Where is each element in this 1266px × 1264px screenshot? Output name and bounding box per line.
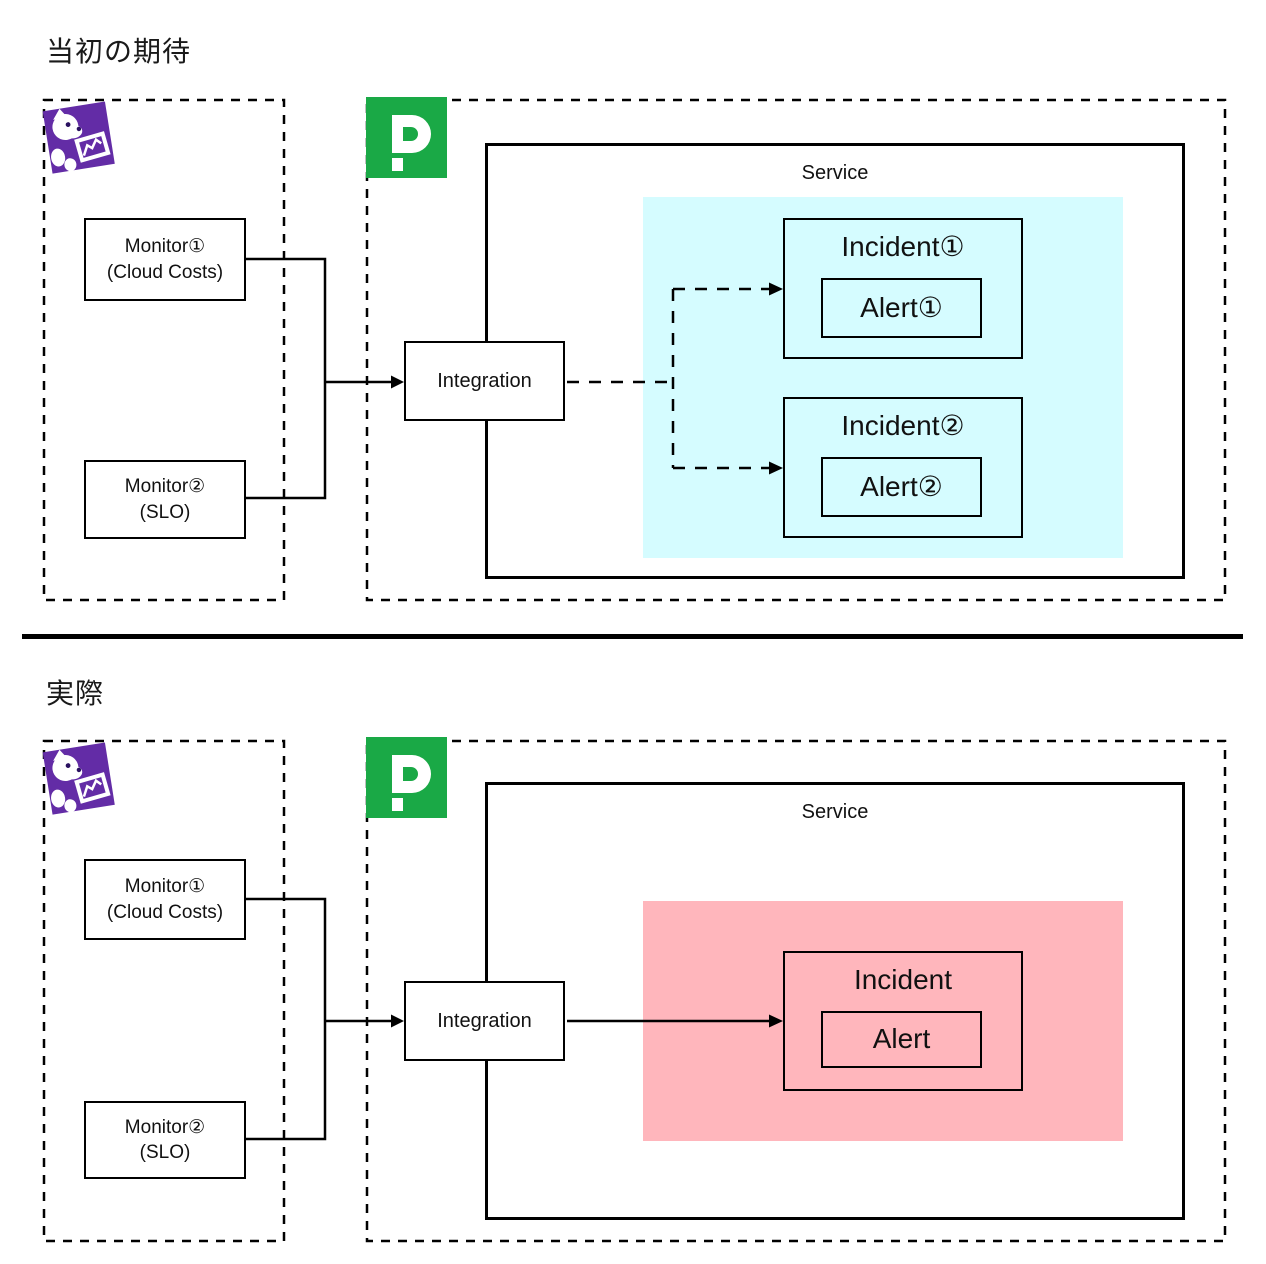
monitor2-label-line1: Monitor② bbox=[124, 1116, 206, 1138]
section2-integration-arrowhead-icon bbox=[391, 1014, 404, 1028]
section1-alert2-label: Alert② bbox=[860, 470, 943, 502]
section1-monitor1-box: Monitor① (Cloud Costs) bbox=[84, 218, 246, 301]
monitor1-label-line1: Monitor① bbox=[124, 876, 206, 898]
section2-alert-box: Alert bbox=[821, 1011, 982, 1068]
section1-incident2-label: Incident② bbox=[841, 410, 965, 441]
pagerduty-icon bbox=[366, 97, 447, 178]
section1-integration-label: Integration bbox=[437, 369, 532, 392]
section1-service-label: Service bbox=[801, 162, 869, 184]
section1-alert1-box: Alert① bbox=[821, 278, 982, 338]
section1-title: 当初の期待 bbox=[46, 36, 192, 67]
monitor2-label-line2: (SLO) bbox=[139, 501, 191, 523]
section2-monitors-junction-line bbox=[246, 897, 327, 1141]
section2-monitor2-box: Monitor② (SLO) bbox=[84, 1101, 246, 1179]
section1-integration-box: Integration bbox=[404, 341, 565, 421]
monitor1-label-line1: Monitor① bbox=[124, 236, 206, 258]
monitor1-label-line2: (Cloud Costs) bbox=[106, 261, 224, 283]
section2-title: 実際 bbox=[46, 678, 105, 709]
monitor2-label-line1: Monitor② bbox=[124, 476, 206, 498]
section1-monitors-junction-line bbox=[246, 257, 327, 500]
monitor1-label-line2: (Cloud Costs) bbox=[106, 901, 224, 923]
monitor2-label-line2: (SLO) bbox=[139, 1142, 191, 1163]
section2-monitor1-box: Monitor① (Cloud Costs) bbox=[84, 859, 246, 940]
datadog-icon bbox=[42, 101, 115, 174]
section2-integration-box: Integration bbox=[404, 981, 565, 1061]
section1-incident1-box: Incident① bbox=[783, 218, 1023, 359]
section2-alert-label: Alert bbox=[872, 1023, 931, 1055]
section1-integration-arrowhead-icon bbox=[391, 375, 404, 389]
section2-service-label: Service bbox=[801, 801, 869, 823]
section2-incident-box: Incident bbox=[783, 951, 1023, 1091]
section1-incident1-label: Incident① bbox=[841, 231, 965, 262]
section2-integration-label: Integration bbox=[437, 1009, 532, 1032]
section1-incident2-box: Incident② bbox=[783, 397, 1023, 538]
section1-alert2-box: Alert② bbox=[821, 457, 982, 517]
section2-incident-label: Incident bbox=[853, 964, 953, 995]
section1-alert1-label: Alert① bbox=[860, 291, 943, 323]
section-divider bbox=[22, 634, 1243, 639]
datadog-icon bbox=[42, 742, 115, 815]
section1-monitor2-box: Monitor② (SLO) bbox=[84, 460, 246, 539]
pagerduty-icon bbox=[366, 737, 447, 818]
